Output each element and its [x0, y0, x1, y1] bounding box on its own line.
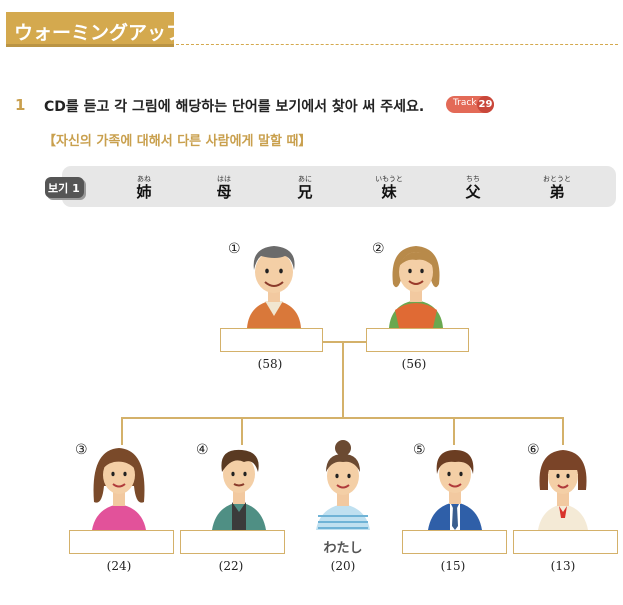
header-divider — [176, 44, 618, 45]
answer-box[interactable] — [402, 530, 507, 554]
word-kanji: 母 — [216, 183, 232, 201]
word-kanji: 兄 — [297, 183, 313, 201]
answer-box[interactable] — [220, 328, 323, 352]
word-bank-tag-label: 보기 1 — [48, 182, 80, 195]
branch-drop — [121, 417, 123, 445]
older-brother-illustration — [212, 449, 266, 530]
word-item: おとうと 弟 — [535, 175, 579, 201]
word-item: あに 兄 — [283, 175, 327, 201]
age-label: (15) — [440, 559, 466, 573]
age-label: (24) — [106, 559, 132, 573]
word-furigana: ちち — [466, 175, 480, 183]
section-header-tab — [6, 12, 174, 47]
mother-illustration — [389, 246, 443, 328]
word-bank-tag: 보기 1 — [45, 177, 84, 198]
answer-box[interactable] — [180, 530, 285, 554]
branch-drop — [241, 417, 243, 445]
word-furigana: あね — [137, 175, 151, 183]
question-number: 1 — [15, 96, 26, 114]
person-marker: ① — [228, 241, 241, 257]
word-item: あね 姉 — [122, 175, 166, 201]
younger-brother-illustration — [428, 450, 482, 530]
children-branch-line — [121, 417, 564, 419]
word-kanji: 父 — [465, 183, 481, 201]
age-label: (56) — [401, 357, 427, 371]
person-marker: ③ — [75, 442, 88, 458]
word-kanji: 妹 — [381, 183, 397, 201]
trunk-line — [342, 341, 344, 418]
branch-drop — [562, 417, 564, 445]
person-marker: ④ — [196, 442, 209, 458]
person-marker: ⑤ — [413, 442, 426, 458]
section-title: ウォーミングアップ — [14, 22, 186, 44]
parents-connector — [322, 341, 366, 343]
younger-sister-illustration — [538, 450, 588, 530]
age-label: (13) — [550, 559, 576, 573]
word-kanji: 弟 — [549, 183, 565, 201]
father-illustration — [247, 246, 301, 328]
older-sister-illustration — [92, 448, 146, 530]
track-number: 29 — [477, 96, 494, 113]
me-label: わたし — [323, 541, 363, 556]
answer-box[interactable] — [366, 328, 469, 352]
answer-box[interactable] — [69, 530, 174, 554]
word-item: ちち 父 — [451, 175, 495, 201]
question-text: CD를 듣고 각 그림에 해당하는 단어를 보기에서 찾아 써 주세요. — [44, 99, 425, 115]
age-label: (58) — [257, 357, 283, 371]
me-illustration — [316, 440, 370, 530]
person-marker: ② — [372, 241, 385, 257]
word-item: はは 母 — [202, 175, 246, 201]
answer-box[interactable] — [513, 530, 618, 554]
word-kanji: 姉 — [136, 183, 152, 201]
track-label: Track — [453, 98, 477, 108]
word-item: いもうと 妹 — [367, 175, 411, 201]
track-badge[interactable]: Track 29 — [446, 96, 494, 113]
word-bank — [62, 166, 616, 207]
word-furigana: あに — [298, 175, 312, 183]
word-furigana: はは — [217, 175, 231, 183]
word-furigana: いもうと — [375, 175, 403, 183]
age-label: (22) — [218, 559, 244, 573]
branch-drop — [453, 417, 455, 445]
question-subtitle: 【자신의 가족에 대해서 다른 사람에게 말할 때】 — [43, 134, 312, 149]
person-marker: ⑥ — [527, 442, 540, 458]
age-label: (20) — [330, 559, 356, 573]
word-furigana: おとうと — [543, 175, 571, 183]
